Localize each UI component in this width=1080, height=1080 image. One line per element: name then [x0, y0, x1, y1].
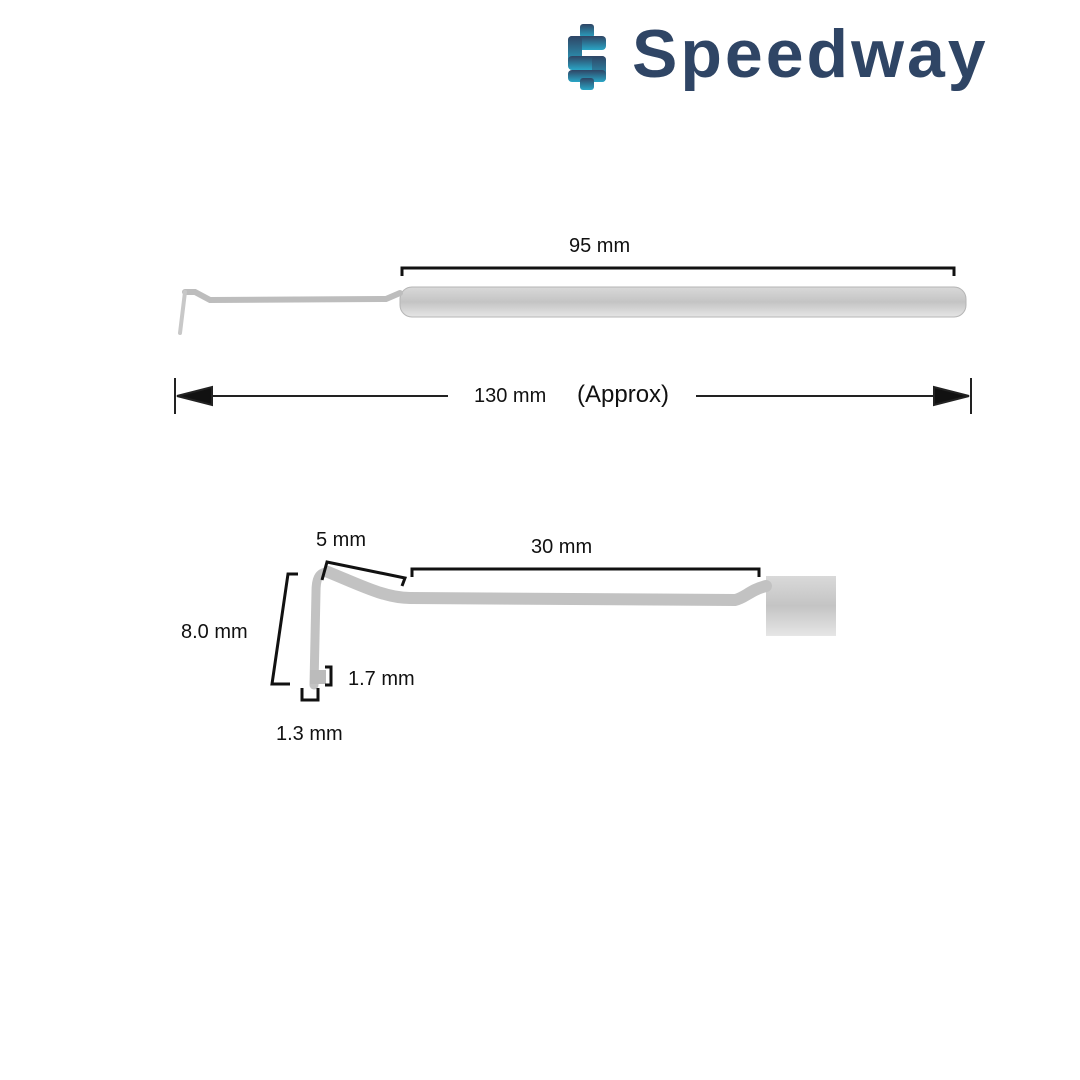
label-1-3mm: 1.3 mm: [276, 723, 343, 745]
bracket-8mm: [270, 572, 298, 686]
detail-brackets: [270, 560, 761, 702]
label-95mm: 95 mm: [569, 235, 631, 257]
label-5mm: 5 mm: [316, 529, 366, 551]
bracket-5mm: [320, 560, 408, 587]
label-30mm: 30 mm: [531, 536, 593, 558]
label-8mm: 8.0 mm: [181, 621, 248, 643]
logo-icon: [568, 24, 606, 90]
instrument-detail: [309, 566, 836, 690]
instrument-full: [178, 286, 967, 335]
bracket-95mm: [400, 266, 956, 276]
label-130mm: 130 mm: [474, 385, 547, 407]
brand-name: Speedway: [632, 16, 989, 92]
bracket-1-3mm: [300, 688, 320, 702]
label-approx: (Approx): [577, 381, 670, 408]
dimension-arrow-130mm: [174, 378, 972, 414]
label-1-7mm: 1.7 mm: [348, 668, 415, 690]
bracket-30mm: [410, 567, 761, 577]
bracket-1-7mm: [325, 665, 333, 687]
